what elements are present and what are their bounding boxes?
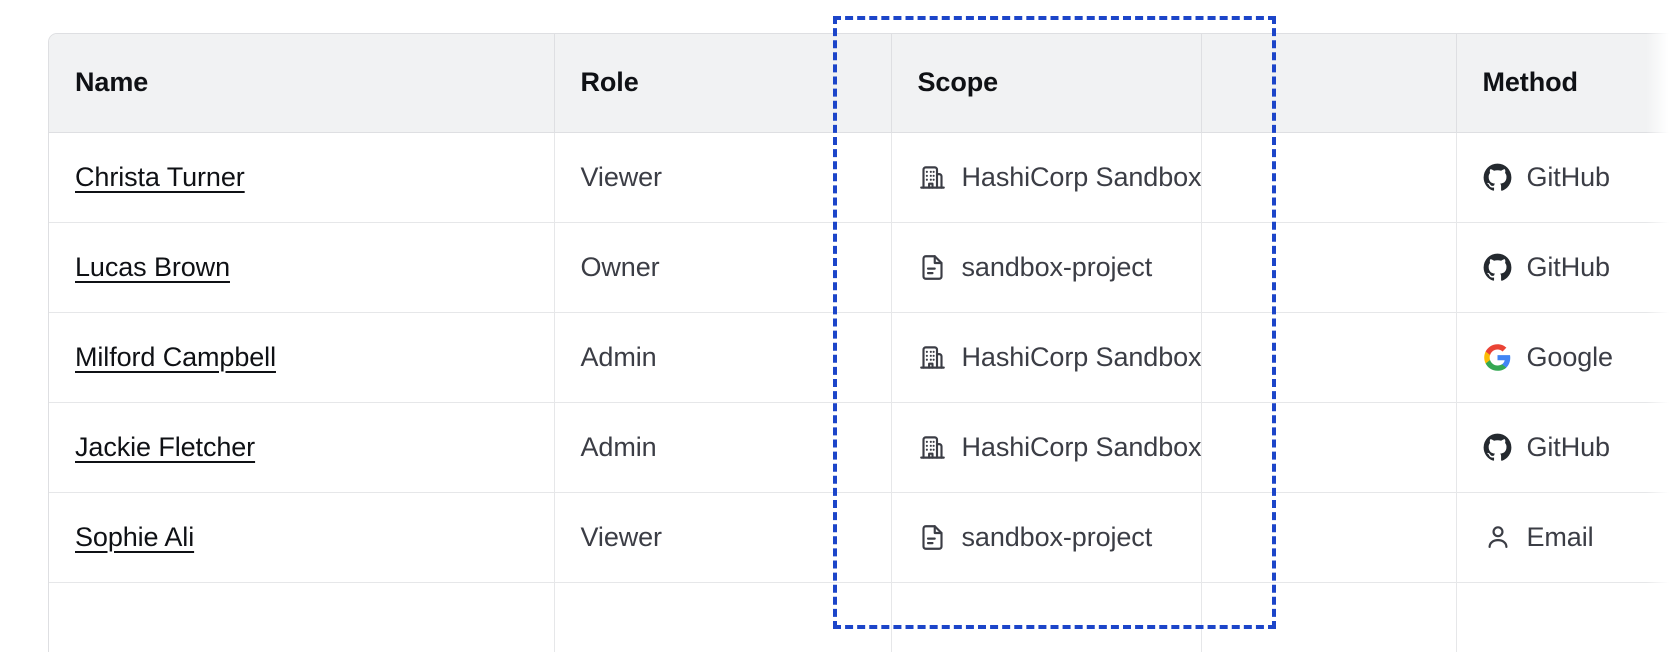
- column-header-scope[interactable]: Scope: [891, 34, 1202, 133]
- table-header-row: Name Role Scope Method: [49, 34, 1672, 133]
- table-row: [49, 582, 1672, 652]
- member-name-link[interactable]: Lucas Brown: [75, 251, 230, 282]
- cell-blank: [1201, 222, 1457, 313]
- table-header: Name Role Scope Method: [49, 34, 1672, 133]
- member-name-link[interactable]: Milford Campbell: [75, 341, 276, 372]
- cell-scope: [891, 582, 1202, 652]
- table-body: Christa Turner Viewer: [49, 132, 1672, 652]
- cell-method: GitHub: [1456, 132, 1672, 223]
- cell-role: Owner: [554, 222, 892, 313]
- cell-blank: [1201, 402, 1457, 493]
- cell-name: Lucas Brown: [49, 222, 555, 313]
- organization-building-icon: [918, 162, 948, 192]
- cell-role: [554, 582, 892, 652]
- column-header-name[interactable]: Name: [49, 34, 555, 133]
- cell-name: Milford Campbell: [49, 312, 555, 403]
- organization-building-icon: [918, 432, 948, 462]
- cell-role: Viewer: [554, 492, 892, 583]
- member-name-link[interactable]: Sophie Ali: [75, 521, 195, 552]
- table-row: Lucas Brown Owner sa: [49, 222, 1672, 313]
- cell-name: Christa Turner: [49, 132, 555, 223]
- method-label: GitHub: [1526, 251, 1611, 282]
- cell-scope: sandbox-project: [891, 492, 1202, 583]
- cell-blank: [1201, 312, 1457, 403]
- scope-label: sandbox-project: [961, 251, 1153, 282]
- method-label: GitHub: [1526, 161, 1611, 192]
- github-icon: [1483, 432, 1513, 462]
- cell-blank: [1201, 132, 1457, 223]
- members-table: Name Role Scope Method Christa Turner Vi…: [49, 34, 1672, 652]
- cell-scope: HashiCorp Sandbox: [891, 132, 1202, 223]
- cell-blank: [1201, 492, 1457, 583]
- method-label: Google: [1526, 341, 1614, 372]
- project-file-icon: [918, 522, 948, 552]
- table-row: Sophie Ali Viewer sa: [49, 492, 1672, 583]
- scope-label: HashiCorp Sandbox: [961, 431, 1202, 462]
- scope-label: HashiCorp Sandbox: [961, 341, 1202, 372]
- column-header-method[interactable]: Method: [1456, 34, 1672, 133]
- member-name-link[interactable]: Jackie Fletcher: [75, 431, 256, 462]
- cell-name: Jackie Fletcher: [49, 402, 555, 493]
- table-row: Jackie Fletcher Admin: [49, 402, 1672, 493]
- scope-label: HashiCorp Sandbox: [961, 161, 1202, 192]
- cell-scope: HashiCorp Sandbox: [891, 402, 1202, 493]
- cell-blank: [1201, 582, 1457, 652]
- user-person-icon: [1483, 522, 1513, 552]
- column-header-role[interactable]: Role: [554, 34, 892, 133]
- cell-role: Admin: [554, 312, 892, 403]
- cell-name: Sophie Ali: [49, 492, 555, 583]
- members-table-container: Name Role Scope Method Christa Turner Vi…: [48, 33, 1672, 652]
- table-row: Christa Turner Viewer: [49, 132, 1672, 223]
- github-icon: [1483, 252, 1513, 282]
- cell-method: GitHub: [1456, 402, 1672, 493]
- cell-scope: sandbox-project: [891, 222, 1202, 313]
- method-label: GitHub: [1526, 431, 1611, 462]
- scope-label: sandbox-project: [961, 521, 1153, 552]
- cell-scope: HashiCorp Sandbox: [891, 312, 1202, 403]
- cell-role: Admin: [554, 402, 892, 493]
- project-file-icon: [918, 252, 948, 282]
- method-label: Email: [1526, 521, 1594, 552]
- google-icon: [1483, 342, 1513, 372]
- table-row: Milford Campbell Admin: [49, 312, 1672, 403]
- member-name-link[interactable]: Christa Turner: [75, 161, 245, 192]
- github-icon: [1483, 162, 1513, 192]
- cell-method: Google: [1456, 312, 1672, 403]
- cell-method: Email: [1456, 492, 1672, 583]
- cell-name: [49, 582, 555, 652]
- column-header-blank: [1201, 34, 1457, 133]
- cell-method: GitHub: [1456, 222, 1672, 313]
- cell-role: Viewer: [554, 132, 892, 223]
- organization-building-icon: [918, 342, 948, 372]
- cell-method: [1456, 582, 1672, 652]
